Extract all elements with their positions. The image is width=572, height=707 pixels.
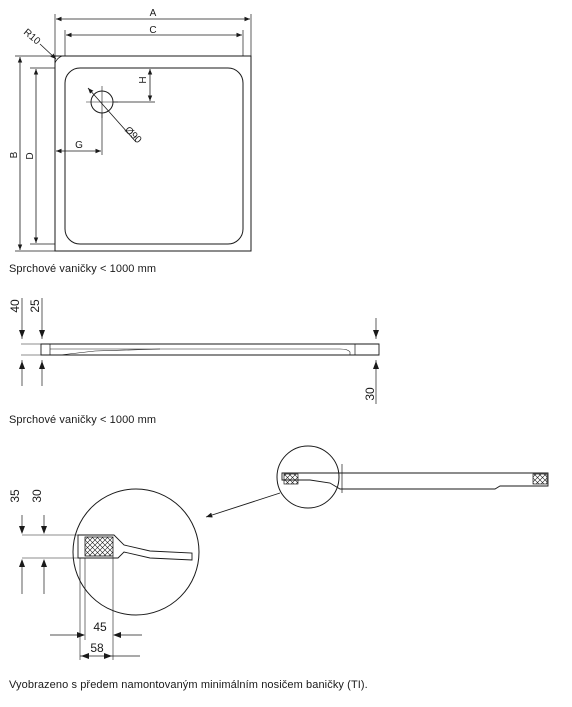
label-c: C (149, 25, 156, 36)
detail-magnified-circle (72, 488, 200, 616)
side-tray-body (40, 343, 380, 356)
label-detail-35: 35 (8, 489, 22, 503)
label-d: D (25, 152, 36, 159)
label-detail-58: 58 (90, 641, 104, 655)
side-view (19, 298, 380, 404)
caption-top: Sprchové vaničky < 1000 mm (9, 263, 157, 275)
detail-small-circle (276, 445, 340, 509)
detail-view (19, 445, 549, 660)
label-detail-45: 45 (93, 620, 107, 634)
tray-inner-basin (64, 67, 244, 245)
label-g: G (75, 140, 83, 151)
detail-small-tray (281, 472, 549, 490)
plan-view-labels: A C B D R10 H G Ø90 (9, 8, 157, 160)
label-drain: Ø90 (122, 125, 143, 146)
radius-leader (39, 43, 57, 60)
detail-small-support-left (283, 473, 299, 485)
label-detail-30: 30 (30, 489, 44, 503)
detail-magnified-tray (77, 534, 193, 561)
label-radius: R10 (21, 27, 42, 48)
detail-view-labels: 35 30 45 58 (8, 489, 107, 655)
plan-view (15, 14, 252, 252)
label-b: B (9, 151, 20, 158)
label-h: H (138, 76, 149, 83)
caption-bottom: Vyobrazeno s předem namontovaným minimál… (9, 679, 368, 691)
label-side-40: 40 (8, 299, 22, 313)
side-view-labels: 40 25 30 (8, 299, 377, 401)
tray-outer-outline (54, 55, 252, 252)
detail-pointer-arrow (205, 492, 281, 518)
label-a: A (150, 8, 157, 19)
label-side-25: 25 (28, 299, 42, 313)
detail-support-block (84, 536, 114, 557)
detail-small-support-right (532, 473, 548, 485)
caption-middle: Sprchové vaničky < 1000 mm (9, 414, 157, 426)
label-side-30: 30 (363, 387, 377, 401)
drain-diameter-leader (87, 87, 137, 143)
